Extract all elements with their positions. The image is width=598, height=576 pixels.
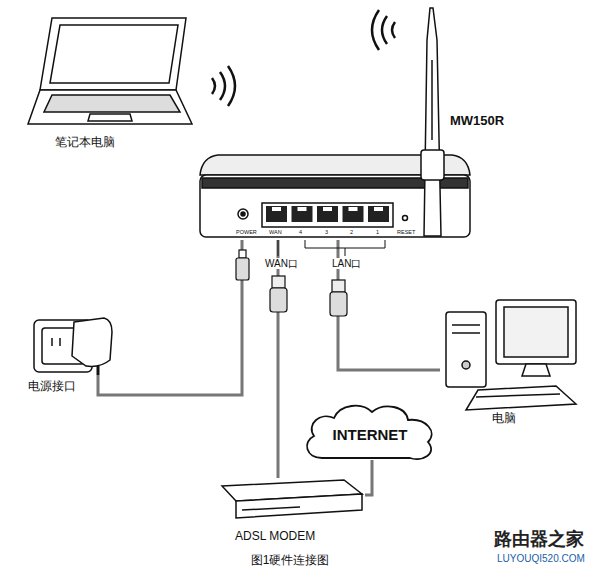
adsl-modem — [236, 494, 362, 518]
desktop-computer — [452, 324, 480, 326]
laptop-icon — [40, 18, 186, 90]
computer-node: 电脑 — [440, 300, 580, 435]
cable-plugs — [236, 258, 249, 280]
cable-plugs — [330, 292, 347, 316]
port-brackets — [305, 240, 385, 248]
node-label: 电源接口 — [28, 380, 76, 394]
ethernet-ports — [266, 206, 389, 222]
wifi-waves — [220, 72, 225, 100]
desktop-computer — [496, 300, 576, 364]
desktop-computer — [446, 300, 576, 410]
modem-node: ADSL MODEM — [215, 478, 365, 550]
adsl-modem — [222, 480, 362, 518]
power-outlet — [97, 366, 100, 375]
wifi-waves — [228, 66, 235, 106]
cable-plugs — [272, 276, 285, 288]
desktop-computer — [522, 364, 550, 376]
port-notch — [349, 207, 358, 211]
port-group-label: LAN口 — [331, 258, 362, 269]
power-outlet — [51, 338, 53, 346]
rj45-port — [317, 206, 338, 222]
cable-plugs — [239, 250, 246, 258]
power-outlet — [72, 318, 112, 366]
power-outlet — [59, 338, 61, 346]
port-notch — [374, 207, 383, 211]
port-label: RESET — [397, 229, 415, 235]
watermark: 路由器之家 — [494, 530, 584, 550]
cable — [125, 240, 242, 395]
rj45-port — [368, 206, 389, 222]
caption: 图1硬件连接图 — [251, 554, 330, 567]
desktop-computer — [446, 312, 486, 387]
node-label: 笔记本电脑 — [55, 136, 115, 150]
port-label: 2 — [350, 229, 353, 235]
rj45-port — [292, 206, 313, 222]
router-body — [262, 203, 393, 227]
laptop-icon — [88, 114, 132, 121]
laptop-node: 笔记本电脑 — [25, 12, 195, 157]
router-body — [238, 209, 248, 219]
laptop-icon — [28, 90, 192, 124]
wifi-waves — [212, 78, 215, 94]
port-group-label: WAN口 — [264, 258, 299, 269]
port-notch — [298, 207, 307, 211]
laptop-icon — [44, 95, 180, 112]
desktop-computer — [452, 332, 480, 334]
desktop-computer — [466, 386, 576, 410]
desktop-computer — [462, 361, 470, 369]
rj45-port — [266, 206, 287, 222]
port-brackets — [278, 240, 385, 256]
port-label: 3 — [325, 229, 328, 235]
port-label: 1 — [376, 229, 379, 235]
node-label: MW150R — [450, 114, 504, 129]
cable — [365, 460, 372, 495]
port-label: 4 — [299, 229, 302, 235]
node-label: INTERNET — [333, 426, 408, 443]
wifi-waves — [392, 22, 395, 38]
port-brackets — [345, 248, 346, 256]
router-body — [403, 216, 408, 221]
antenna — [421, 8, 444, 236]
desktop-computer — [504, 307, 568, 357]
port-notch — [272, 207, 281, 211]
power-outlet-node: 电源接口 — [20, 312, 125, 405]
power-outlet — [98, 375, 125, 395]
laptop-icon — [50, 25, 178, 83]
port-label: WAN — [269, 229, 282, 235]
adsl-modem — [242, 507, 300, 510]
internet-cloud-node: INTERNET — [300, 400, 440, 465]
desktop-computer — [476, 394, 560, 397]
cloud-shape — [307, 406, 432, 459]
wifi-waves — [372, 10, 379, 50]
rj45-port — [343, 206, 364, 222]
wifi-waves — [382, 16, 387, 44]
node-label: 电脑 — [492, 412, 516, 426]
node-label: ADSL MODEM — [235, 530, 315, 544]
cable-plugs — [332, 280, 345, 292]
port-brackets — [278, 240, 279, 256]
port-notch — [323, 207, 332, 211]
antenna — [421, 150, 444, 180]
cable-plugs — [270, 288, 287, 312]
router-body — [241, 212, 245, 216]
router-node: MW150R — [200, 100, 510, 240]
watermark: LUYOUQI520.COM — [497, 553, 585, 564]
laptop-icon — [28, 18, 192, 124]
antenna — [424, 8, 441, 236]
port-label: POWER — [236, 229, 257, 235]
antenna — [431, 60, 433, 140]
wifi-waves — [212, 10, 395, 106]
